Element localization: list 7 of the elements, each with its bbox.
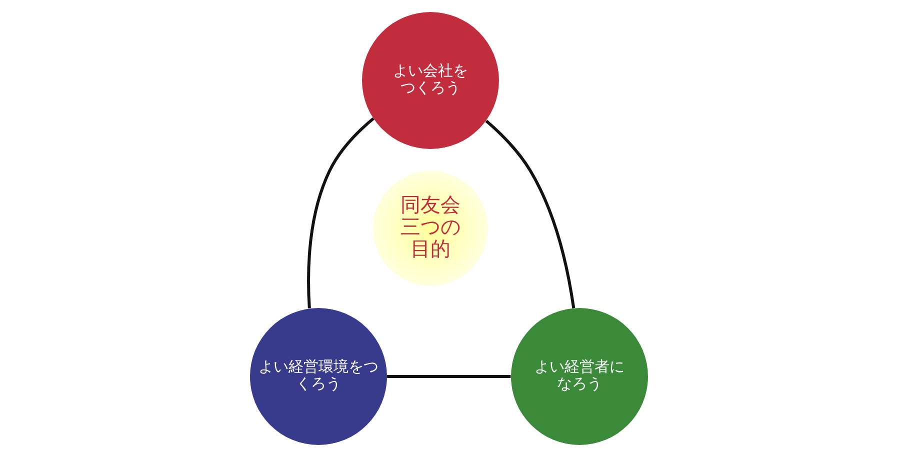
node-circle: よい経営環境をつくろう — [250, 308, 387, 445]
connector — [387, 375, 511, 378]
connector — [485, 120, 576, 308]
node-circle: 同友会三つの目的 — [373, 171, 488, 286]
node-circle: よい会社をつくろう — [362, 12, 499, 149]
connector — [307, 117, 374, 308]
node-circle: よい経営者になろう — [511, 308, 648, 445]
